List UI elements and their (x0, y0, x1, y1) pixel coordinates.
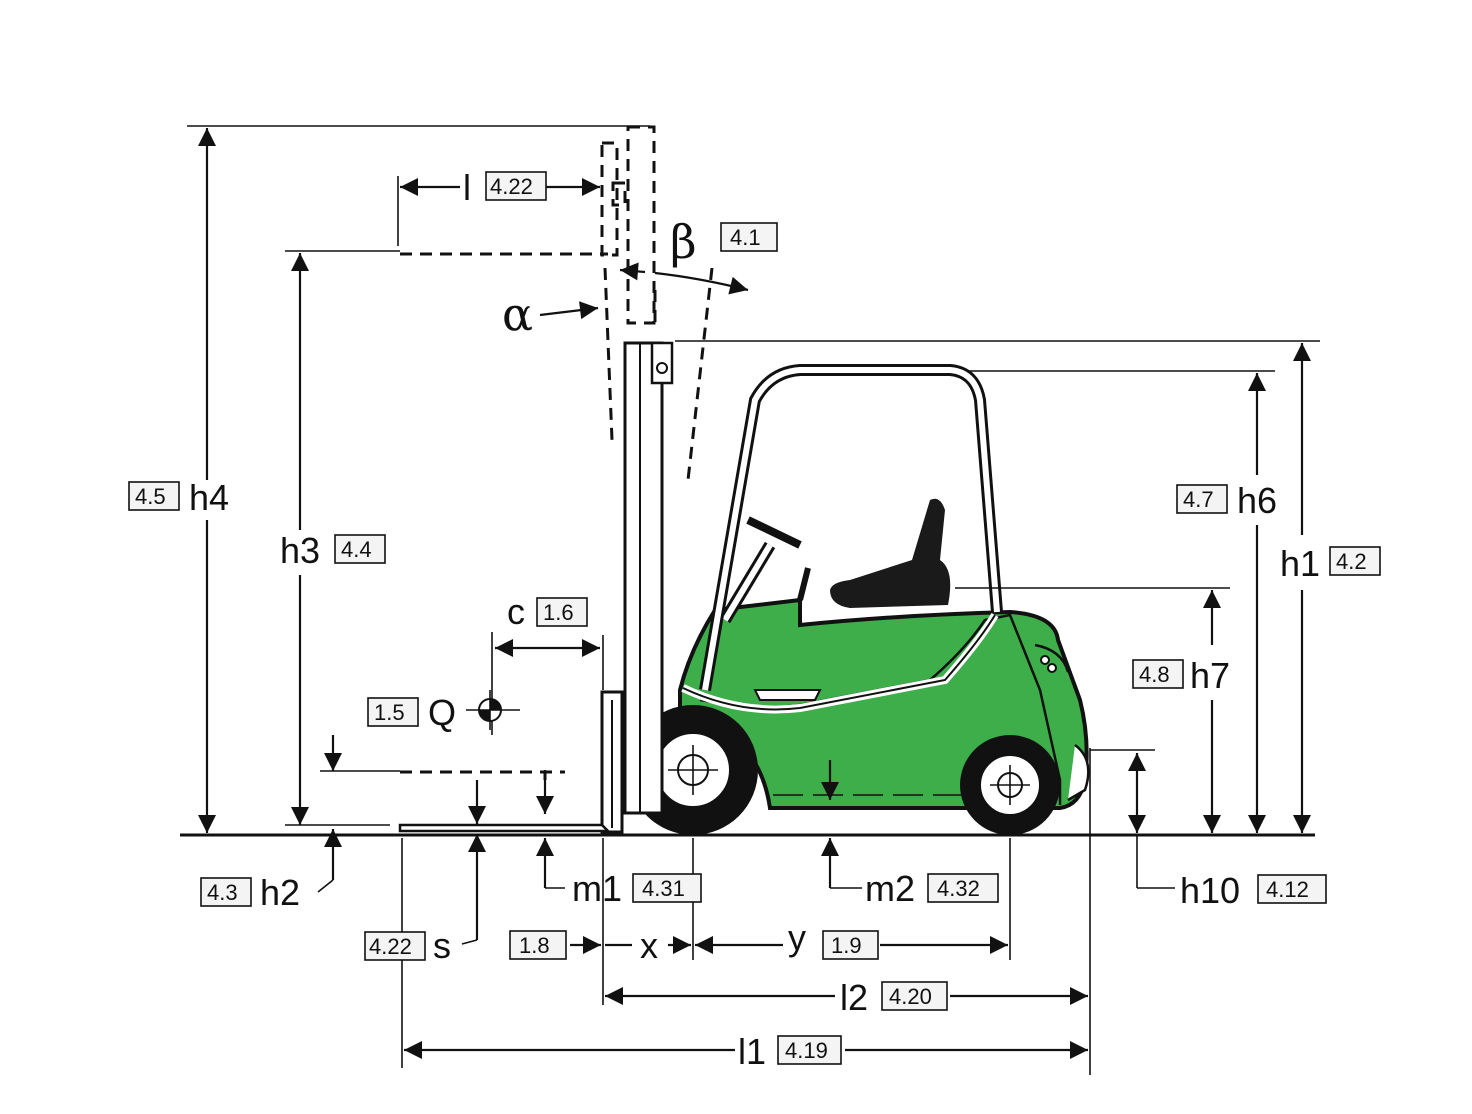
symbol-h4: h4 (189, 477, 229, 518)
label-h6: 4.7 h6 (1176, 480, 1277, 521)
symbol-beta: β (670, 215, 697, 269)
ref-c: 1.6 (543, 600, 574, 625)
ref-h6: 4.7 (1183, 487, 1214, 512)
symbol-m1: m1 (572, 868, 622, 909)
label-l2: l2 4.20 (840, 977, 948, 1018)
fork-raised-dashed (400, 125, 656, 780)
symbol-h10: h10 (1180, 870, 1240, 911)
ref-x: 1.8 (519, 933, 550, 958)
symbol-h3: h3 (280, 530, 320, 571)
label-h7: 4.8 h7 (1132, 655, 1230, 696)
symbol-alpha: α (502, 287, 533, 341)
seat (830, 498, 951, 608)
label-m1: m1 4.31 (572, 868, 702, 909)
symbol-x: x (640, 925, 658, 966)
dimension-lines (187, 125, 1320, 1075)
ref-y: 1.9 (831, 933, 862, 958)
ref-q: 1.5 (374, 700, 405, 725)
mast (600, 341, 674, 834)
symbol-s: s (433, 925, 451, 966)
tilt-lines (603, 267, 714, 481)
symbol-c: c (507, 591, 525, 632)
ref-h2: 4.3 (207, 880, 238, 905)
label-h4: 4.5 h4 (128, 477, 229, 518)
ref-l2: 4.20 (889, 984, 932, 1009)
rear-wheel (960, 735, 1060, 835)
ref-h10: 4.12 (1266, 877, 1309, 902)
ref-l: 4.22 (490, 174, 533, 199)
label-y: y 1.9 (788, 917, 879, 960)
label-h1: h1 4.2 (1280, 543, 1381, 584)
label-beta: β 4.1 (670, 215, 778, 269)
label-s: 4.22 s (364, 925, 451, 966)
label-q: 1.5 Q (367, 692, 456, 733)
ref-s: 4.22 (369, 934, 412, 959)
symbol-l2: l2 (840, 977, 868, 1018)
symbol-q: Q (428, 692, 456, 733)
label-h2: 4.3 h2 (200, 872, 300, 913)
overhead-guard (699, 364, 1003, 692)
label-m2: m2 4.32 (865, 868, 999, 909)
symbol-h2: h2 (260, 872, 300, 913)
symbol-m2: m2 (865, 868, 915, 909)
symbol-l: l (463, 167, 471, 208)
ref-h3: 4.4 (341, 537, 372, 562)
label-alpha: α (502, 287, 533, 341)
ref-l1: 4.19 (785, 1038, 828, 1063)
symbol-h6: h6 (1237, 480, 1277, 521)
ref-beta: 4.1 (730, 225, 761, 250)
label-h3: h3 4.4 (280, 530, 386, 571)
label-h10: h10 4.12 (1180, 870, 1327, 911)
ref-m1: 4.31 (642, 876, 685, 901)
fork-lowered (398, 823, 612, 833)
label-l1: l1 4.19 (738, 1031, 842, 1072)
symbol-h1: h1 (1280, 543, 1320, 584)
symbol-l1: l1 (738, 1031, 766, 1072)
ref-h1: 4.2 (1336, 549, 1367, 574)
label-c: c 1.6 (507, 591, 588, 632)
label-l: l 4.22 (463, 167, 547, 208)
ref-h7: 4.8 (1139, 662, 1170, 687)
ref-h4: 4.5 (135, 484, 166, 509)
ref-m2: 4.32 (937, 876, 980, 901)
label-x: 1.8 x (509, 925, 658, 966)
symbol-y: y (788, 917, 806, 958)
symbol-h7: h7 (1190, 655, 1230, 696)
